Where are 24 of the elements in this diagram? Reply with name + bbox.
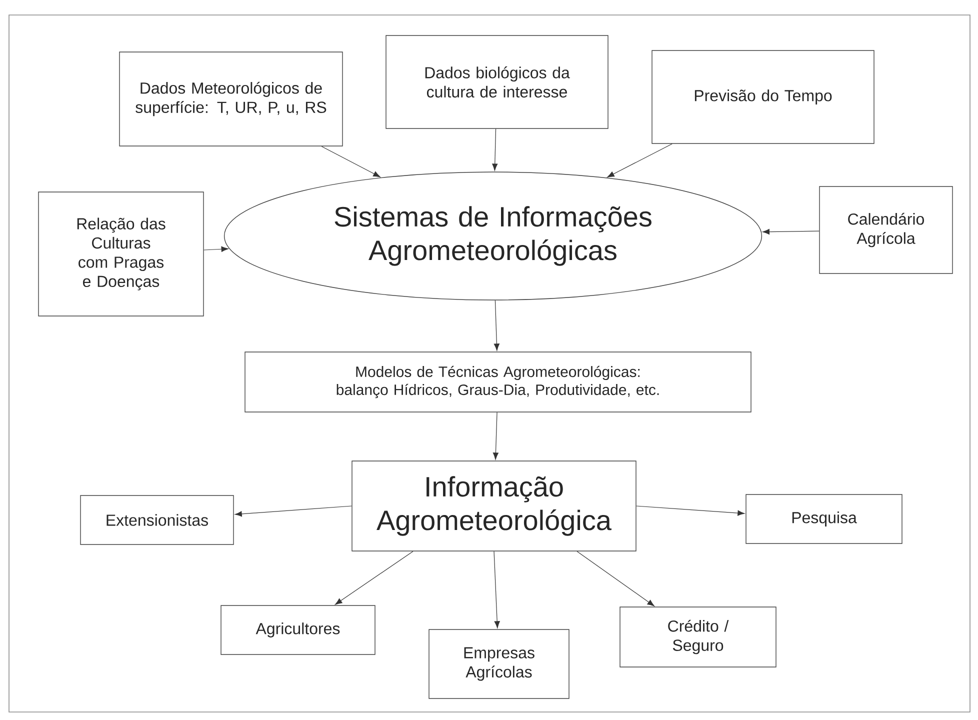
arrow [607,144,672,178]
output-box: Informação Agrometeorológica [352,460,636,552]
arrow [492,412,498,460]
source-box: Calendário Agrícola [819,186,953,274]
user-box: Pesquisa [746,494,902,544]
arrow [762,229,820,235]
source-box: Relação das Culturas com Pragas e Doenças [38,192,204,316]
source-box: Dados biológicos da cultura de interesse [386,35,608,129]
user-box: Agricultores [220,605,376,655]
user-box: Extensionistas [80,495,234,545]
arrow [494,300,500,351]
user-box: Empresas Agrícolas [428,629,570,699]
arrow [321,146,380,178]
arrow [335,551,414,605]
arrow [204,246,228,252]
model-box: Modelos de Técnicas Agrometeorológicas: balanço Hídricos, Graus-Dia, Produtividade, etc. [244,352,752,412]
arrow [234,506,352,517]
arrow [492,128,498,171]
arrow [576,551,654,606]
source-box: Previsão do Tempo [652,50,874,144]
source-box: Dados Meteorológicos de superfície: T, UR, P, u, RS [119,52,343,146]
user-box: Crédito / Seguro [620,606,776,668]
arrow [494,551,500,628]
arrow [636,506,745,516]
